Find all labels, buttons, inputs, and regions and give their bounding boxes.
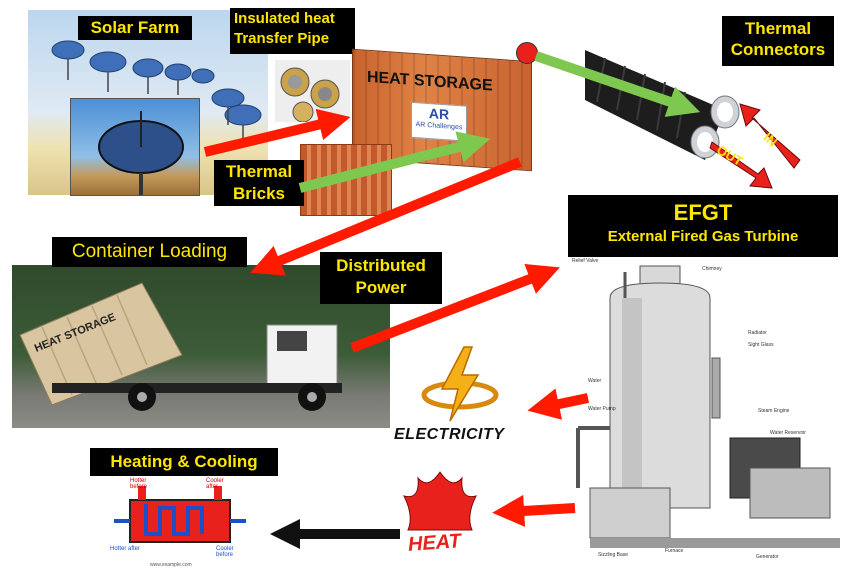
ar-logo: AR AR Challenges bbox=[411, 101, 467, 142]
boiler-steam-engine: Steam Engine bbox=[758, 408, 790, 414]
efgt-diagram: Relief Valve Chimney Radiator Sight Glas… bbox=[570, 258, 842, 573]
efgt-label: EFGT External Fired Gas Turbine bbox=[568, 195, 838, 257]
boiler-sizzling-base: Sizzling Base bbox=[598, 552, 629, 558]
electricity-label: ELECTRICITY bbox=[394, 426, 505, 443]
electricity-icon bbox=[420, 345, 500, 423]
distributed-power-label-line2: Power bbox=[355, 277, 407, 297]
boiler-water-reservoir: Water Reservoir bbox=[770, 430, 806, 436]
boiler-chimney: Chimney bbox=[702, 266, 722, 272]
thermal-bricks-photo bbox=[300, 144, 392, 216]
distributed-power-label: Distributed Power bbox=[320, 252, 442, 304]
exchanger-hotter-after: Hotter after bbox=[110, 546, 141, 552]
thermal-connectors-label-line2: Connectors bbox=[730, 39, 826, 59]
container-loading-label: Container Loading bbox=[52, 237, 247, 267]
heat-exchanger-diagram: Hotter before Cooler after Hotter after … bbox=[110, 478, 250, 570]
efgt-subtitle: External Fired Gas Turbine bbox=[607, 228, 799, 246]
boiler-sight-glass: Sight Glass bbox=[748, 342, 774, 348]
thermal-bricks-label-line1: Thermal bbox=[225, 162, 293, 181]
efgt-title: EFGT bbox=[673, 200, 733, 225]
insulated-pipe-label-line1: Insulated heat bbox=[234, 10, 335, 27]
thermal-bricks-label-line2: Bricks bbox=[233, 183, 285, 203]
insulated-pipe-label-line2: Transfer Pipe bbox=[234, 29, 330, 47]
thermal-connectors-label: Thermal Connectors bbox=[722, 16, 834, 66]
boiler-relief-valve: Relief Valve bbox=[572, 258, 599, 264]
exchanger-url: www.example.com bbox=[150, 562, 192, 568]
distributed-power-label-line1: Distributed bbox=[336, 256, 426, 275]
thermal-connectors-label-line1: Thermal bbox=[744, 19, 812, 38]
boiler-radiator: Radiator bbox=[748, 330, 767, 336]
boiler-generator: Generator bbox=[756, 554, 779, 560]
exchanger-cooler-before: Cooler before bbox=[216, 546, 234, 558]
boiler-water-pump: Water Pump bbox=[588, 406, 616, 412]
arrow-efgt-to-heat bbox=[492, 494, 576, 527]
pipe-connection-dot bbox=[516, 42, 538, 64]
solar-farm-label: Solar Farm bbox=[78, 16, 192, 40]
insulated-pipe-label: Insulated heat Transfer Pipe bbox=[230, 8, 355, 54]
heating-cooling-label: Heating & Cooling bbox=[90, 448, 278, 476]
solar-dish-closeup-photo bbox=[70, 98, 200, 196]
boiler-water: Water bbox=[588, 378, 602, 384]
solar-dishes-graphic bbox=[51, 40, 262, 142]
boiler-furnace: Furnace bbox=[665, 548, 684, 554]
thermal-bricks-label: Thermal Bricks bbox=[214, 160, 304, 206]
heat-label: HEAT bbox=[407, 530, 462, 556]
heat-icon: HEAT bbox=[400, 470, 480, 565]
insulated-pipe-photo bbox=[275, 60, 350, 122]
exchanger-hotter-before: Hotter before bbox=[130, 478, 148, 490]
truck-photo: HEAT STORAGE bbox=[12, 265, 390, 428]
exchanger-cooler-after: Cooler after bbox=[206, 478, 224, 490]
